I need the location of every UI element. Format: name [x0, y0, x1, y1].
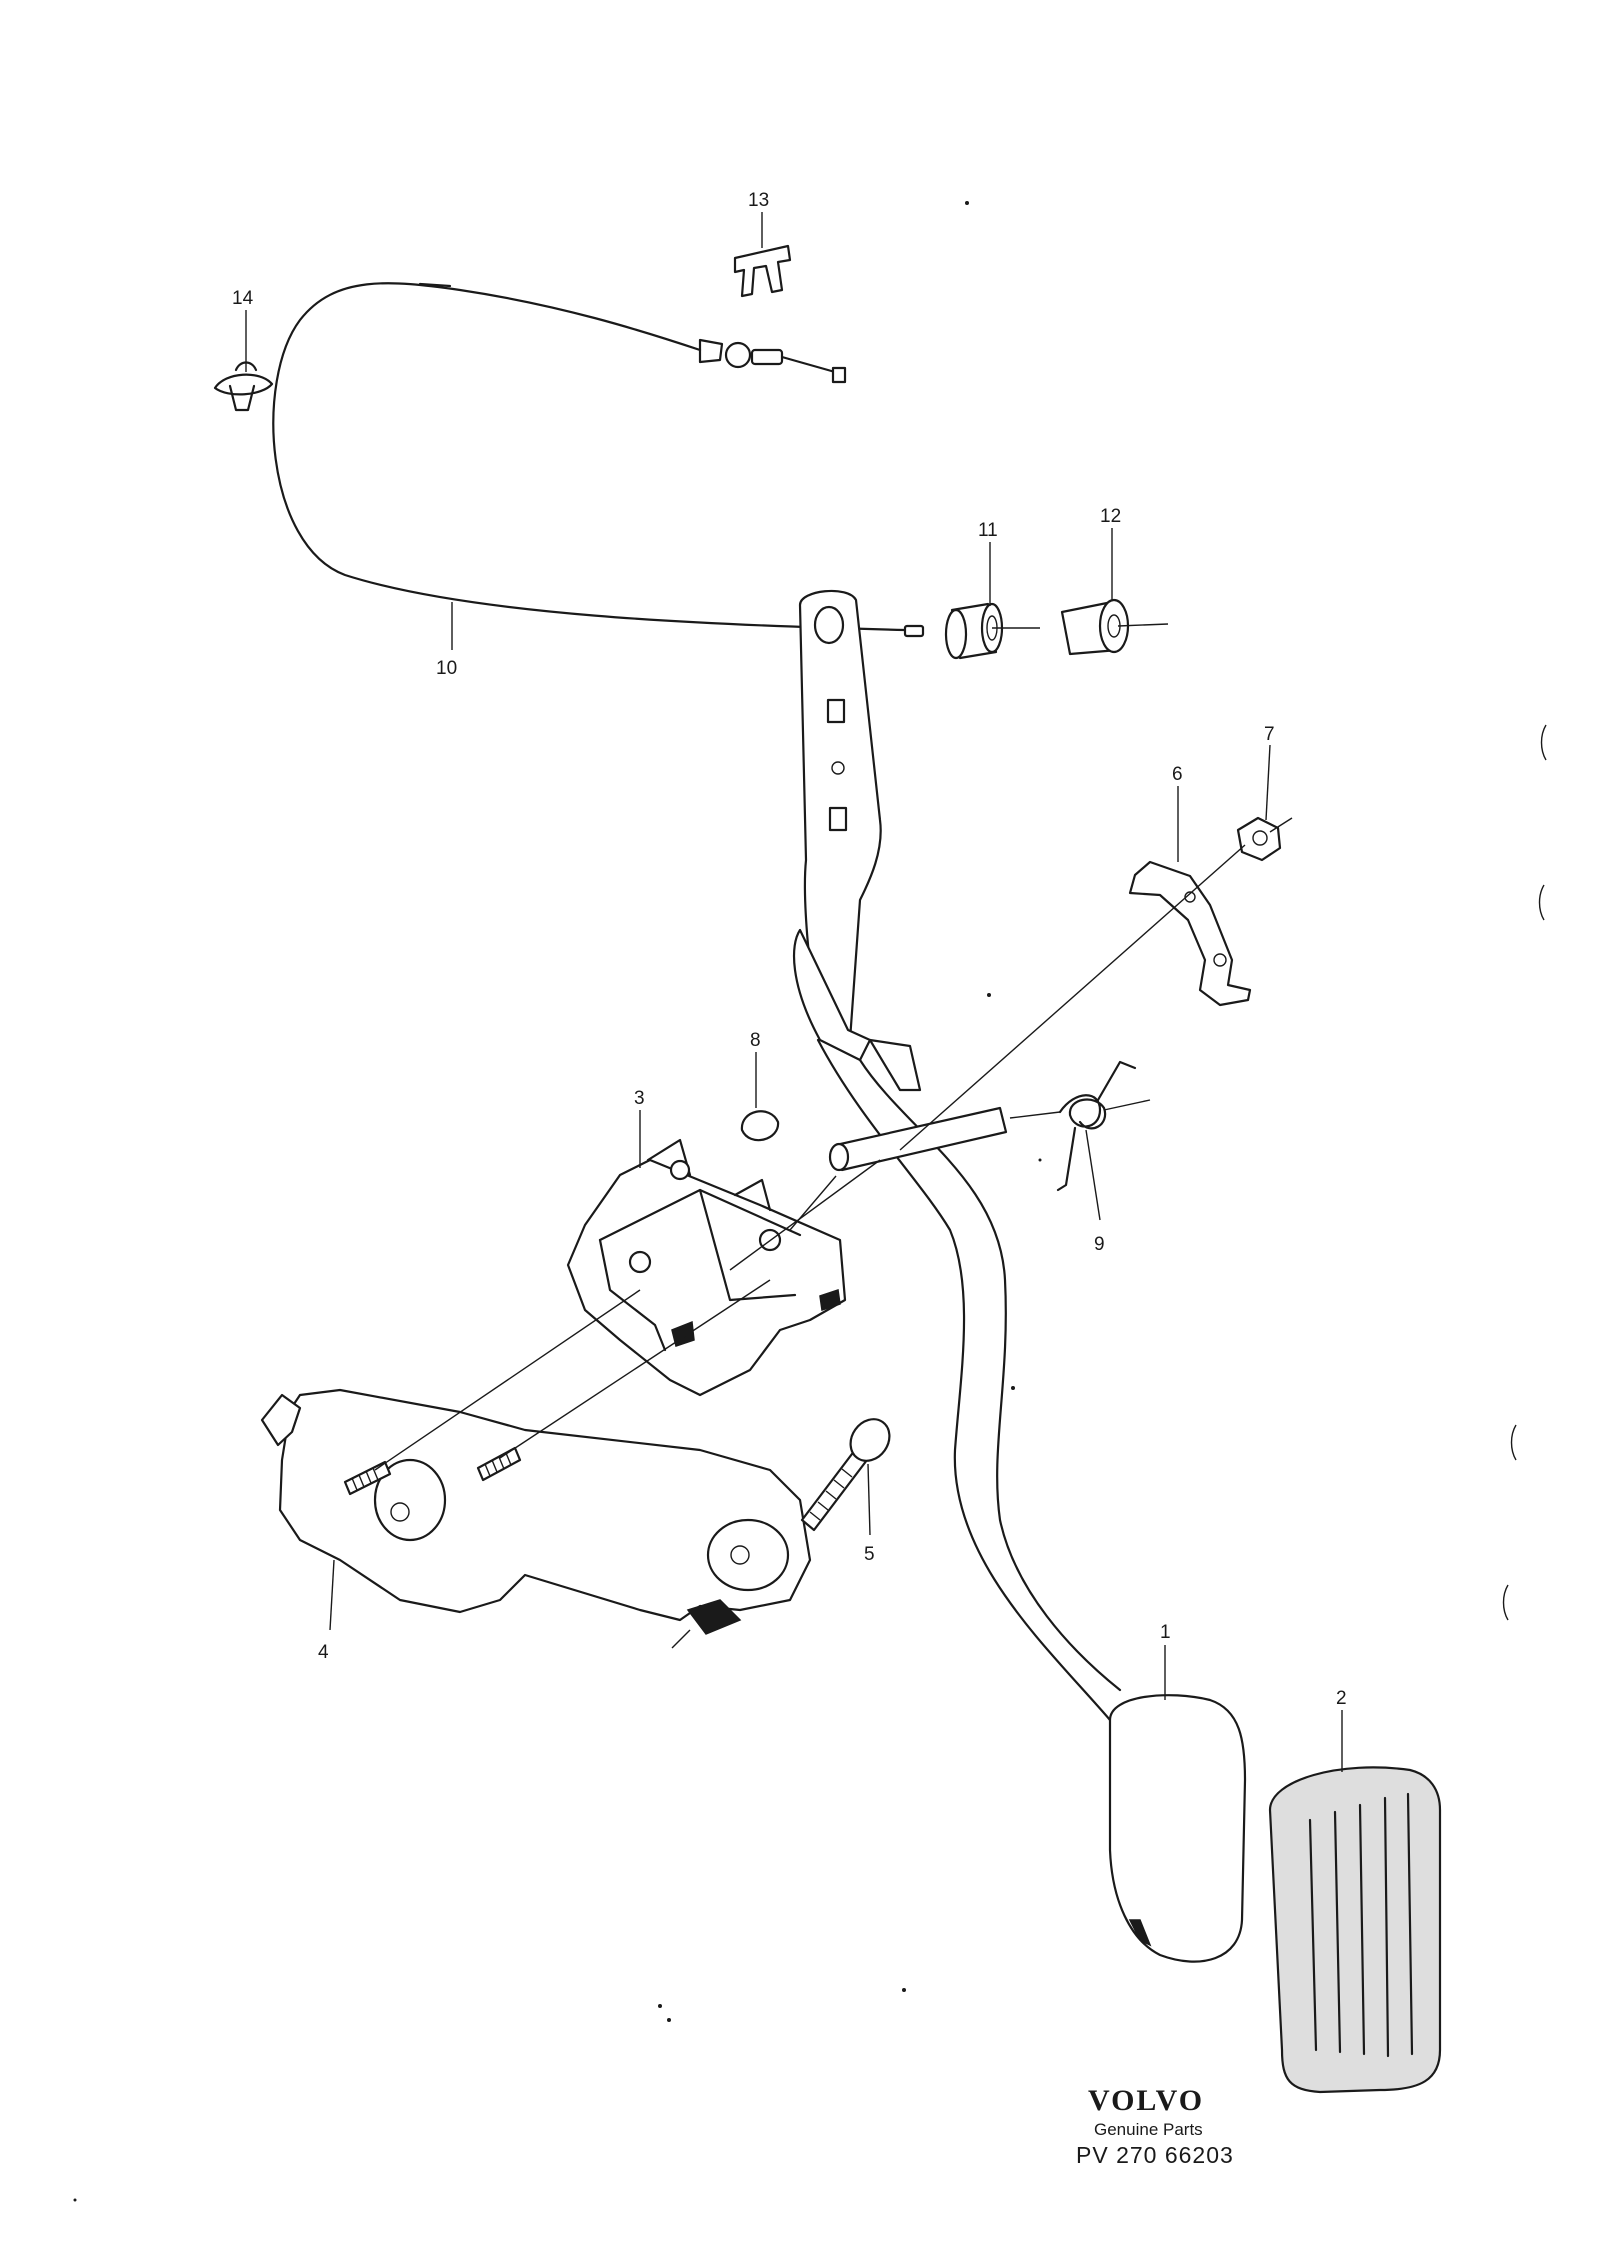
callout-5: 5	[864, 1544, 875, 1565]
callout-14: 14	[232, 288, 254, 309]
callout-8: 8	[750, 1030, 761, 1051]
callout-13: 13	[748, 190, 769, 211]
callout-3: 3	[634, 1088, 645, 1109]
callout-2: 2	[1336, 1688, 1347, 1709]
callout-11: 11	[978, 520, 998, 541]
tagline: Genuine Parts	[1094, 2120, 1203, 2139]
base-plate	[260, 1388, 812, 1649]
lock-nut	[1236, 816, 1293, 862]
callout-10: 10	[436, 658, 457, 679]
footer-branding: VOLVO Genuine Parts PV 270 66203	[1076, 2084, 1234, 2168]
scan-specks	[73, 201, 1042, 2202]
assembly-guide-lines	[374, 844, 1246, 1471]
leader-lines	[245, 212, 1343, 1772]
cable-clip	[733, 244, 792, 298]
retaining-clip	[213, 361, 274, 412]
margin-marks	[1502, 724, 1547, 1621]
bracket	[1128, 860, 1252, 1007]
bushing-11	[944, 602, 1040, 660]
brand-logo: VOLVO	[1088, 2084, 1204, 2117]
threaded-stud-left	[343, 1460, 392, 1496]
callout-12: 12	[1100, 506, 1121, 527]
pivot-pin	[828, 1106, 1008, 1172]
bearing-bracket	[566, 1138, 847, 1397]
bushing-12	[1060, 598, 1169, 656]
pedal-arm	[792, 589, 1247, 1963]
callout-9: 9	[1094, 1234, 1105, 1255]
callout-7: 7	[1264, 724, 1275, 745]
bolt	[800, 1418, 891, 1532]
return-spring	[1009, 1060, 1151, 1192]
callout-numbers: 1 2 3 4 5 6 7 8 9 10 11 12 13 14	[232, 190, 1347, 1709]
callout-6: 6	[1172, 764, 1183, 785]
threaded-stud-right	[476, 1446, 522, 1482]
plug-cap	[740, 1110, 780, 1142]
pedal-rubber-pad	[1268, 1766, 1442, 2094]
callout-4: 4	[318, 1642, 329, 1663]
part-number: PV 270 66203	[1076, 2142, 1234, 2168]
throttle-cable	[272, 282, 925, 638]
callout-1: 1	[1160, 1622, 1171, 1643]
